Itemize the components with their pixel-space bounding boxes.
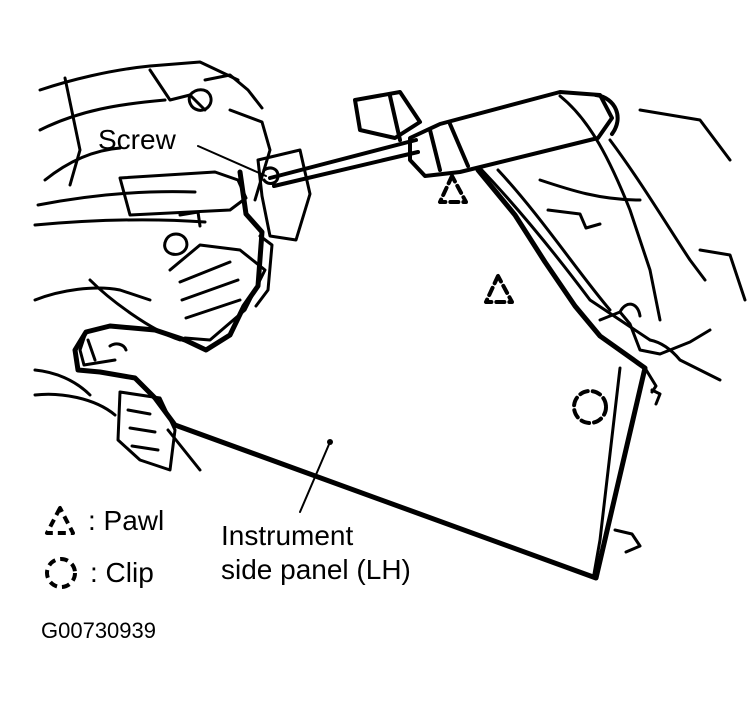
pawl-marker-top [438,174,468,204]
legend-clip: : Clip [44,556,154,590]
instrument-side-panel [72,167,662,581]
console-structure-right [478,94,747,382]
panel-label-line1: Instrument [221,520,354,551]
legend-clip-text: : Clip [90,557,154,588]
screw-label: Screw [98,124,176,155]
figure-code: G00730939 [41,618,156,643]
legend-pawl: : Pawl [44,504,164,538]
panel-label-line2: side panel (LH) [221,554,411,585]
leader-lines [197,145,331,513]
panel-leader-dot [327,439,333,445]
panel-label: Instrument side panel (LH) [221,519,411,587]
legend-pawl-text: : Pawl [88,505,165,536]
screwdriver [268,90,620,188]
pawl-marker-right [484,274,514,304]
clip-symbol-icon [45,557,77,589]
clip-marker [572,389,608,425]
pawl-symbol-icon [45,506,75,535]
